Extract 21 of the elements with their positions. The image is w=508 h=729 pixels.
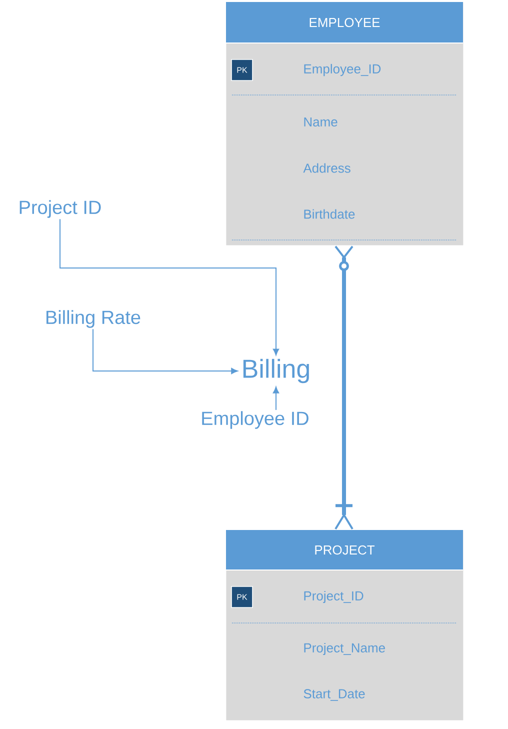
field-name: Birthdate: [304, 209, 355, 219]
field-name: Project_ID: [304, 590, 364, 604]
field-name: Project_Name: [304, 642, 385, 656]
field-name: Start_Date: [304, 689, 365, 701]
relationship-line: [92, 328, 238, 374]
attribute-label: Project ID: [20, 200, 101, 218]
field-name: Address: [303, 163, 350, 173]
relationship-line: [272, 386, 280, 410]
entity-table: [226, 2, 464, 246]
field-name: Employee_ID: [304, 64, 381, 76]
entity-label: Billing: [243, 358, 309, 384]
field-name: Name: [304, 117, 338, 127]
entity-name: EMPLOYEE: [310, 18, 380, 28]
attribute-label: Billing Rate: [46, 310, 140, 328]
key-badge: PK: [231, 59, 253, 81]
attribute-label: Employee ID: [202, 411, 308, 429]
relationship-line: [334, 246, 354, 530]
entity-table: [226, 530, 464, 720]
relationship-line: [60, 218, 280, 356]
key-badge: PK: [231, 586, 253, 608]
entity-name: PROJECT: [315, 545, 375, 555]
